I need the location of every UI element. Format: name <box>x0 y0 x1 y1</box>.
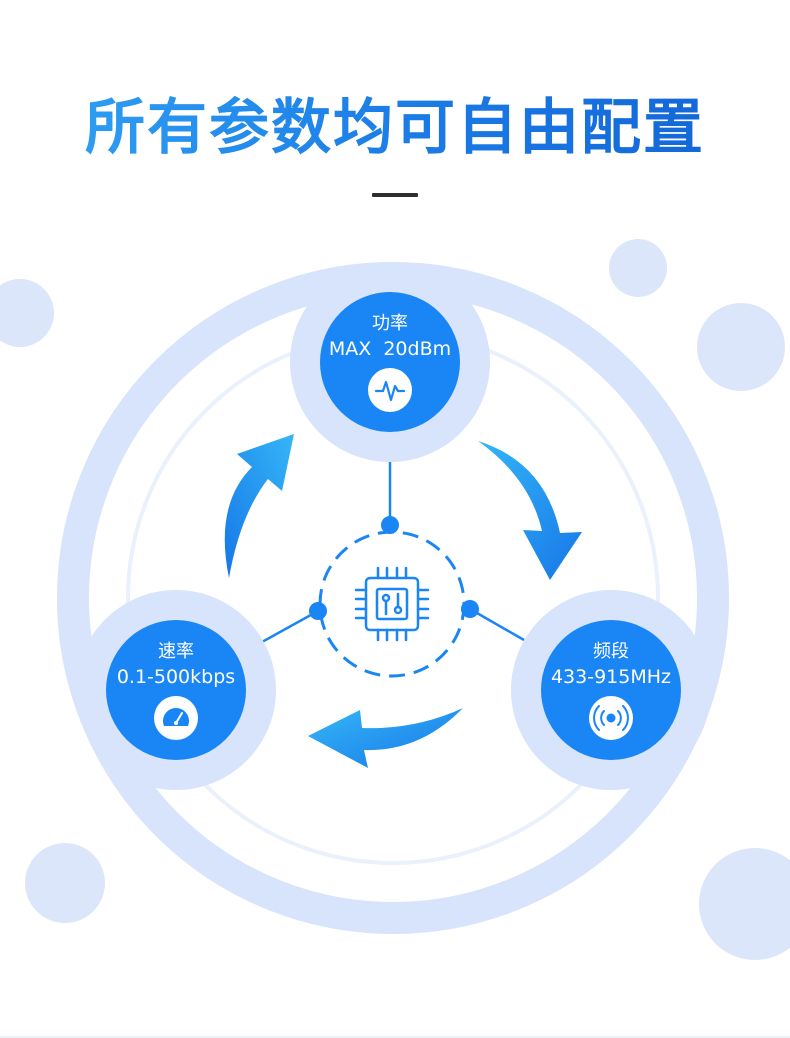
junction-dot <box>381 516 399 534</box>
page-title: 所有参数均可自由配置 <box>0 88 790 168</box>
page-title-text: 所有参数均可自由配置 <box>85 93 705 163</box>
arrow-left <box>308 708 463 768</box>
node-rate-value: 0.1-500kbps <box>116 666 236 688</box>
bottom-divider <box>0 1036 790 1038</box>
node-rate <box>76 590 276 790</box>
connector-lines <box>261 462 525 644</box>
node-band <box>511 590 711 790</box>
node-band-text: 频段 433-915MHz <box>531 640 691 690</box>
decor-bubble <box>25 843 105 923</box>
junction-dot <box>461 600 479 618</box>
node-rate-label: 速率 <box>158 641 194 662</box>
chip-icon <box>354 566 430 642</box>
node-power <box>290 262 490 462</box>
node-rate-disc <box>106 620 246 760</box>
decor-bubbles <box>0 239 790 960</box>
node-band-value: 433-915MHz <box>550 666 672 688</box>
pulse-icon <box>374 380 406 402</box>
arrow-up-right <box>224 434 294 578</box>
decor-bubble <box>609 239 667 297</box>
connector-rate <box>261 609 319 644</box>
arrow-down-right <box>478 441 582 580</box>
decor-bubble <box>699 848 790 960</box>
title-underline <box>372 193 418 197</box>
node-power-value: MAX 20dBm <box>328 338 452 360</box>
node-band-disc <box>541 620 681 760</box>
decor-bubble <box>697 303 785 391</box>
node-power-label: 功率 <box>372 313 408 334</box>
node-power-disc <box>320 292 460 432</box>
node-power-icon-bg <box>368 368 412 412</box>
node-power-text: 功率 MAX 20dBm <box>310 312 470 362</box>
chip-dashed-ring <box>318 530 466 678</box>
cycle-arrows <box>224 434 582 768</box>
decor-bubble <box>0 279 54 347</box>
speedometer-icon <box>163 708 190 726</box>
node-rate-text: 速率 0.1-500kbps <box>96 640 256 690</box>
node-band-label: 频段 <box>593 641 629 662</box>
junction-dot <box>309 602 327 620</box>
connector-band <box>469 607 525 642</box>
radio-signal-icon <box>593 705 629 731</box>
